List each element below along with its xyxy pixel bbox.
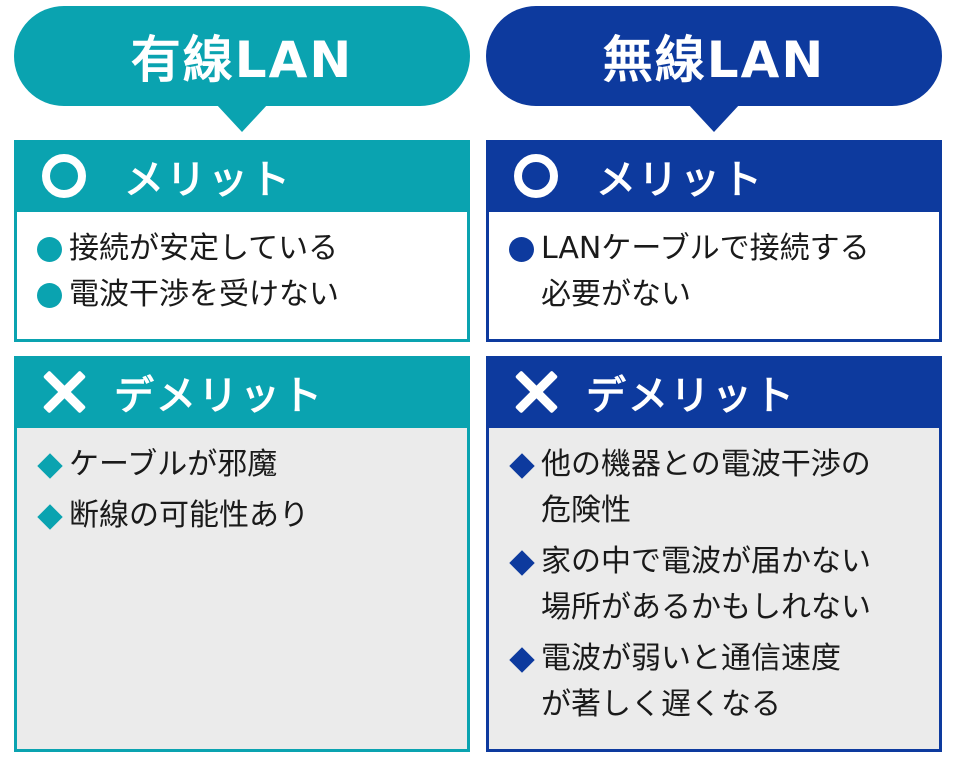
diamond-bullet-icon — [37, 453, 63, 479]
wired-demerit-list: ケーブルが邪魔 断線の可能性あり — [14, 428, 470, 752]
dot-bullet-icon — [37, 283, 62, 308]
wired-merit-header: メリット — [14, 140, 470, 212]
wireless-lan-title-bubble: 無線LAN — [486, 6, 942, 132]
list-item: ケーブルが邪魔 — [37, 442, 453, 488]
wireless-demerit-header: デメリット — [486, 356, 942, 428]
wired-demerit-label: デメリット — [114, 373, 324, 419]
diamond-bullet-icon — [509, 453, 535, 479]
dot-bullet-icon — [509, 237, 534, 262]
wireless-merit-label: メリット — [596, 157, 764, 203]
wired-merit-list: 接続が安定している 電波干渉を受けない — [14, 212, 470, 342]
diamond-bullet-icon — [509, 647, 535, 673]
list-item: 電波が弱いと通信速度 が著しく遅くなる — [509, 636, 925, 728]
wired-lan-title-bubble: 有線LAN — [14, 6, 470, 132]
wired-lan-column: 有線LAN メリット 接続が安定している 電波干渉を受けない デメリット ケーブ… — [14, 0, 470, 768]
wireless-merit-list: LANケーブルで接続する 必要がない — [486, 212, 942, 342]
circle-icon — [514, 154, 558, 198]
cross-icon — [42, 370, 86, 414]
wired-lan-title: 有線LAN — [130, 31, 354, 89]
wireless-lan-column: 無線LAN メリット LANケーブルで接続する 必要がない デメリット 他の機器… — [486, 0, 942, 768]
circle-icon — [42, 154, 86, 198]
wireless-merit-header: メリット — [486, 140, 942, 212]
wired-demerit-header: デメリット — [14, 356, 470, 428]
list-item: 家の中で電波が届かない 場所があるかもしれない — [509, 539, 925, 631]
list-item: 他の機器との電波干渉の 危険性 — [509, 442, 925, 534]
list-item: 接続が安定している — [37, 226, 453, 272]
wireless-lan-title: 無線LAN — [602, 31, 826, 89]
list-item: 断線の可能性あり — [37, 493, 453, 539]
dot-bullet-icon — [37, 237, 62, 262]
diamond-bullet-icon — [509, 550, 535, 576]
wired-merit-label: メリット — [124, 157, 292, 203]
wireless-demerit-list: 他の機器との電波干渉の 危険性 家の中で電波が届かない 場所があるかもしれない … — [486, 428, 942, 752]
list-item: LANケーブルで接続する 必要がない — [509, 226, 925, 318]
wireless-demerit-label: デメリット — [586, 373, 796, 419]
cross-icon — [514, 370, 558, 414]
list-item: 電波干渉を受けない — [37, 272, 453, 318]
diamond-bullet-icon — [37, 504, 63, 530]
